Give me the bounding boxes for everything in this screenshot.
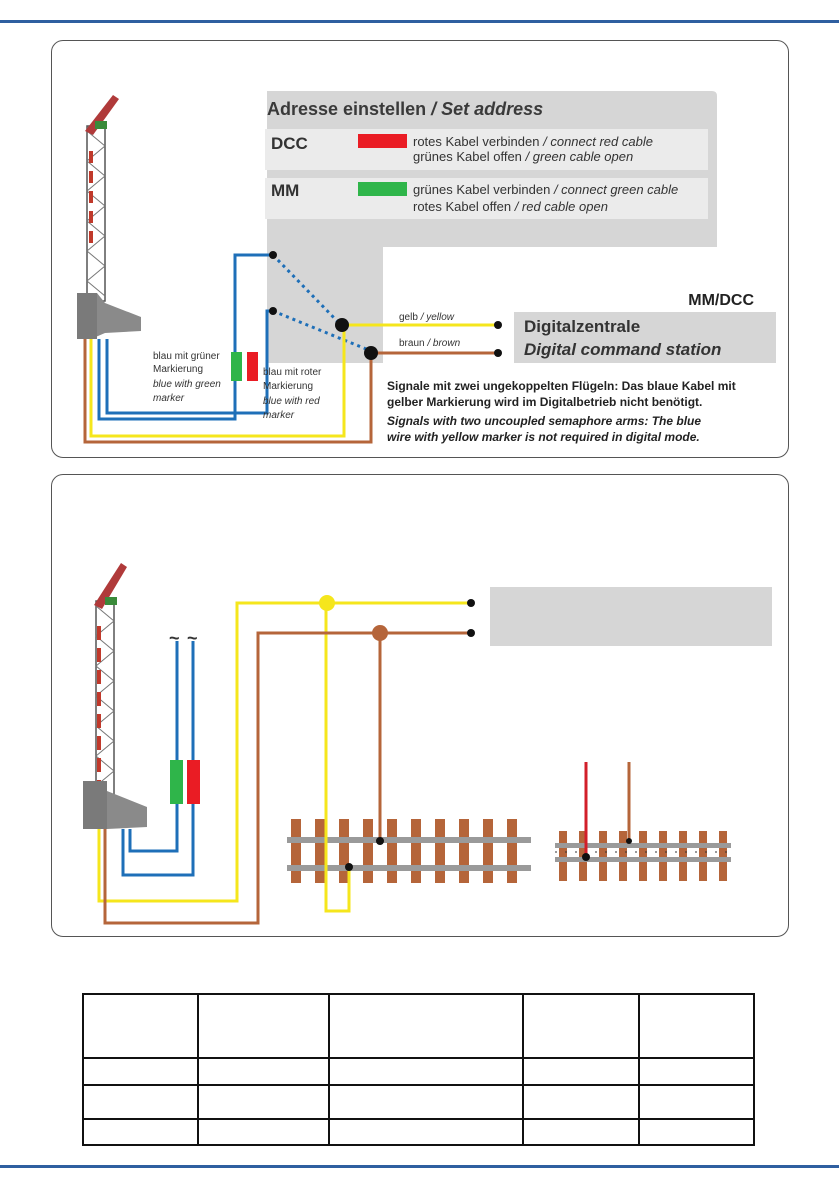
wires-green-marker-1: Markierung bbox=[153, 364, 203, 375]
set-address-title-en: / Set address bbox=[430, 99, 543, 119]
station-name-de: Digitalzentrale bbox=[524, 317, 640, 336]
command-station-box bbox=[514, 312, 776, 363]
note-en-line2: wire with yellow marker is not required … bbox=[387, 430, 700, 444]
red-marker-analog bbox=[187, 760, 200, 804]
mm-label: MM bbox=[271, 181, 299, 200]
set-address-mm-line1-en: / connect green cable bbox=[553, 182, 678, 197]
semaphore-signal-analog bbox=[83, 563, 147, 829]
set-address-dcc-line1: rotes Kabel verbinden bbox=[413, 134, 539, 149]
svg-text:grünes Kabel verbinden / conne: grünes Kabel verbinden / connect green c… bbox=[413, 182, 678, 197]
red-marker-sleeve bbox=[247, 352, 258, 381]
mm-row-box bbox=[265, 178, 708, 219]
svg-text:Adresse einstellen / Set addre: Adresse einstellen / Set address bbox=[267, 99, 543, 119]
analog-ac-symbol-1: ~ bbox=[169, 628, 180, 648]
svg-text:gelb / yellow: gelb / yellow bbox=[399, 312, 455, 323]
green-marker-analog bbox=[170, 760, 183, 804]
set-address-dcc-line2: grünes Kabel offen bbox=[413, 149, 522, 164]
set-address-mm-line2: rotes Kabel offen bbox=[413, 199, 511, 214]
table-row bbox=[82, 1084, 755, 1120]
empty-table bbox=[82, 993, 755, 1146]
wires-red-marker-1: Markierung bbox=[263, 381, 313, 392]
wires-brown-en: / brown bbox=[426, 338, 460, 349]
station-header: MM/DCC bbox=[688, 292, 754, 309]
semaphore-signal bbox=[77, 95, 141, 339]
track-right bbox=[555, 831, 731, 881]
digital-wiring-diagram: Adresse einstellen / Set address DCC rot… bbox=[77, 91, 776, 444]
bottom-rule bbox=[0, 1165, 839, 1168]
set-address-mm-line2-en: / red cable open bbox=[514, 199, 608, 214]
wires-brown-de: braun bbox=[399, 338, 425, 349]
wires-red-marker-0: blau mit roter bbox=[263, 367, 322, 378]
wires-red-marker-3: marker bbox=[263, 410, 295, 421]
wires-yellow-en: / yellow bbox=[420, 312, 455, 323]
svg-text:grünes Kabel offen / green cab: grünes Kabel offen / green cable open bbox=[413, 149, 633, 164]
analog-wiring-panel: ~ ~ bbox=[51, 474, 789, 937]
wires-yellow-de: gelb bbox=[399, 312, 418, 323]
track-left bbox=[287, 817, 531, 885]
table-row bbox=[82, 993, 755, 1059]
note-en-line1: Signals with two uncoupled semaphore arm… bbox=[387, 414, 701, 428]
svg-text:rotes Kabel verbinden / connec: rotes Kabel verbinden / connect red cabl… bbox=[413, 134, 653, 149]
digital-wiring-panel: Adresse einstellen / Set address DCC rot… bbox=[51, 40, 789, 458]
table-row bbox=[82, 1118, 755, 1146]
wires-green-marker-2: blue with green bbox=[153, 379, 221, 390]
set-address-mm-line1: grünes Kabel verbinden bbox=[413, 182, 550, 197]
wires-green-marker-3: marker bbox=[153, 393, 185, 404]
note-de-line1: Signale mit zwei ungekoppelten Flügeln: … bbox=[387, 379, 736, 393]
table-row bbox=[82, 1057, 755, 1086]
svg-text:rotes Kabel offen / red cable: rotes Kabel offen / red cable open bbox=[413, 199, 608, 214]
set-address-dcc-line1-en: / connect red cable bbox=[542, 134, 653, 149]
wires-red-marker-2: blue with red bbox=[263, 396, 320, 407]
wires-green-marker-0: blau mit grüner bbox=[153, 351, 220, 362]
station-name-en: Digital command station bbox=[524, 340, 721, 359]
analog-wiring-diagram: ~ ~ bbox=[83, 563, 772, 925]
dcc-row-box bbox=[265, 129, 708, 170]
top-rule bbox=[0, 20, 839, 23]
note-de-line2: gelber Markierung wird im Digitalbetrieb… bbox=[387, 395, 702, 409]
svg-text:braun / brown: braun / brown bbox=[399, 338, 461, 349]
green-marker-sleeve bbox=[231, 352, 242, 381]
analog-ac-symbol-2: ~ bbox=[187, 628, 198, 648]
transformer-box bbox=[490, 587, 772, 646]
dcc-label: DCC bbox=[271, 134, 308, 153]
red-cable-swatch bbox=[358, 134, 407, 148]
green-cable-swatch bbox=[358, 182, 407, 196]
set-address-dcc-line2-en: / green cable open bbox=[525, 149, 634, 164]
set-address-title: Adresse einstellen bbox=[267, 99, 426, 119]
